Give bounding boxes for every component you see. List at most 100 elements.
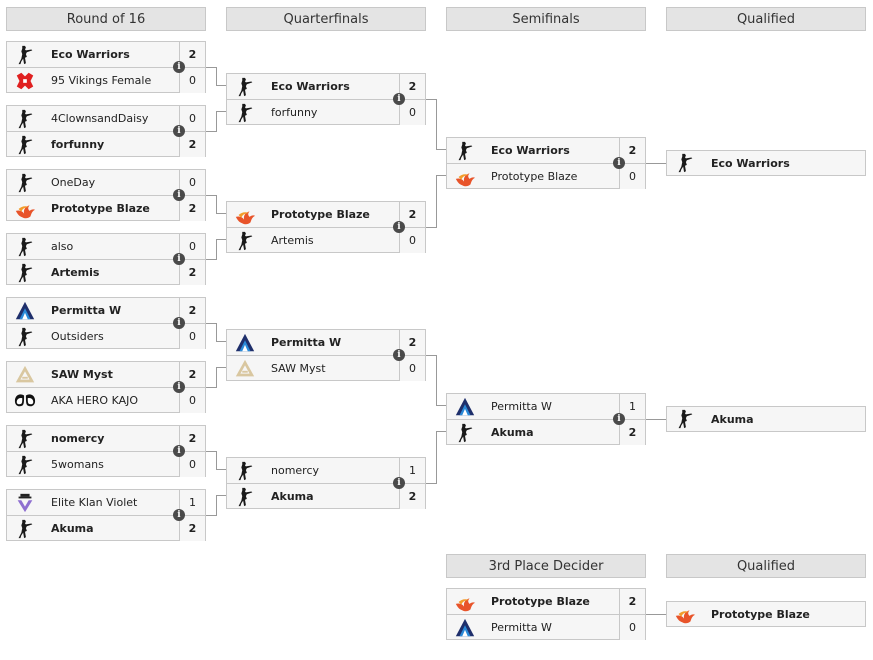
r16-match-3[interactable]: OneDay 0 Prototype Blaze 2 i [6,169,206,221]
team-row[interactable]: 95 Vikings Female 0 [7,68,205,93]
r16-match-8[interactable]: Elite Klan Violet 1 Akuma 2 i [6,489,206,541]
match-info-icon[interactable]: i [173,381,185,393]
row-divider [7,515,205,516]
phoenix-flame-icon [11,196,39,221]
team-row[interactable]: Permitta W 0 [447,615,645,640]
match-info-icon[interactable]: i [173,445,185,457]
team-row[interactable]: Outsiders 0 [7,324,205,349]
team-row[interactable]: SAW Myst 0 [227,356,425,381]
team-row[interactable]: Prototype Blaze 2 [447,589,645,614]
header-qualified: Qualified [666,7,866,31]
team-name: OneDay [51,176,96,189]
team-row[interactable]: Artemis 2 [7,260,205,285]
match-info-icon[interactable]: i [173,509,185,521]
match-info-icon[interactable]: i [173,253,185,265]
team-name: Prototype Blaze [51,202,150,215]
sf-match-1[interactable]: Eco Warriors 2 Prototype Blaze 0 i [446,137,646,189]
r16-match-6[interactable]: SAW Myst 2 AKA HERO KAJO 0 i [6,361,206,413]
r16-match-5[interactable]: Permitta W 2 Outsiders 0 i [6,297,206,349]
team-row[interactable]: Akuma 2 [227,484,425,509]
match-info-icon[interactable]: i [173,317,185,329]
match-info-icon[interactable]: i [393,221,405,233]
team-score: 2 [179,516,205,541]
team-name: Eco Warriors [491,144,570,157]
qualified-team-1[interactable]: Eco Warriors [666,150,866,176]
row-divider [7,131,205,132]
soldier-icon [231,228,259,253]
match-info-icon[interactable]: i [613,413,625,425]
r16-match-2[interactable]: 4ClownsandDaisy 0 forfunny 2 i [6,105,206,157]
connector-line [216,213,226,214]
team-row[interactable]: Elite Klan Violet 1 [7,490,205,515]
team-row[interactable]: Akuma 2 [447,420,645,445]
team-row[interactable]: Akuma 2 [7,516,205,541]
team-name: forfunny [51,138,105,151]
team-row[interactable]: Prototype Blaze 0 [447,164,645,189]
team-name: Permitta W [491,400,552,413]
soldier-icon [11,42,39,67]
match-info-icon[interactable]: i [173,125,185,137]
match-info-icon[interactable]: i [393,477,405,489]
connector-line [206,451,216,452]
r16-match-7[interactable]: nomercy 2 5womans 0 i [6,425,206,477]
soldier-icon [11,260,39,285]
third-qualified-team[interactable]: Prototype Blaze [666,601,866,627]
team-name: Outsiders [51,330,104,343]
team-score: 2 [179,260,205,285]
team-name: Akuma [51,522,94,535]
connector-line [436,175,437,228]
qualified-team-2[interactable]: Akuma [666,406,866,432]
qf-match-3[interactable]: Permitta W 2 SAW Myst 0 i [226,329,426,381]
team-name: Permitta W [491,621,552,634]
team-row[interactable]: AKA HERO KAJO 0 [7,388,205,413]
team-row[interactable]: Prototype Blaze 2 [7,196,205,221]
connector-line [436,405,446,406]
team-row[interactable]: forfunny 2 [7,132,205,157]
match-info-icon[interactable]: i [613,157,625,169]
team-row[interactable]: forfunny 0 [227,100,425,125]
team-name: 95 Vikings Female [51,74,152,87]
phoenix-flame-icon [451,589,479,614]
phoenix-flame-icon [231,202,259,227]
qf-match-2[interactable]: Prototype Blaze 2 Artemis 0 i [226,201,426,253]
third-place-match[interactable]: Prototype Blaze 2 Permitta W 0 [446,588,646,640]
team-row[interactable]: also 0 [7,234,205,259]
team-name: Artemis [51,266,100,279]
triangle-mountain-icon [451,394,479,419]
connector-line [426,99,436,100]
triangle-mountain-icon [231,330,259,355]
connector-line [436,175,446,176]
connector-line [216,367,226,368]
qf-match-1[interactable]: Eco Warriors 2 forfunny 0 i [226,73,426,125]
team-row[interactable]: Artemis 0 [227,228,425,253]
connector-line [206,387,216,388]
team-score: 0 [179,452,205,477]
match-info-icon[interactable]: i [173,189,185,201]
team-row[interactable]: 5womans 0 [7,452,205,477]
team-row[interactable]: Permitta W 1 [447,394,645,419]
match-info-icon[interactable]: i [173,61,185,73]
team-score: 0 [179,324,205,349]
qf-match-4[interactable]: nomercy 1 Akuma 2 i [226,457,426,509]
connector-line [216,495,226,496]
match-info-icon[interactable]: i [393,93,405,105]
header-semifinals: Semifinals [446,7,646,31]
sf-match-2[interactable]: Permitta W 1 Akuma 2 i [446,393,646,445]
team-name: Prototype Blaze [711,607,810,621]
r16-match-1[interactable]: Eco Warriors 2 95 Vikings Female 0 i [6,41,206,93]
r16-match-4[interactable]: also 0 Artemis 2 i [6,233,206,285]
soldier-icon [231,100,259,125]
team-name: Akuma [271,490,314,503]
team-row[interactable]: Eco Warriors 2 [7,42,205,67]
match-info-icon[interactable]: i [393,349,405,361]
phoenix-flame-icon [451,164,479,189]
team-score: 0 [179,68,205,93]
soldier-icon [11,324,39,349]
team-name: Eco Warriors [711,156,790,170]
team-name: nomercy [51,432,105,445]
connector-line [216,323,217,342]
triangle-mountain-icon [11,298,39,323]
row-divider [7,67,205,68]
team-row[interactable]: nomercy 2 [7,426,205,451]
soldier-icon [671,151,699,176]
